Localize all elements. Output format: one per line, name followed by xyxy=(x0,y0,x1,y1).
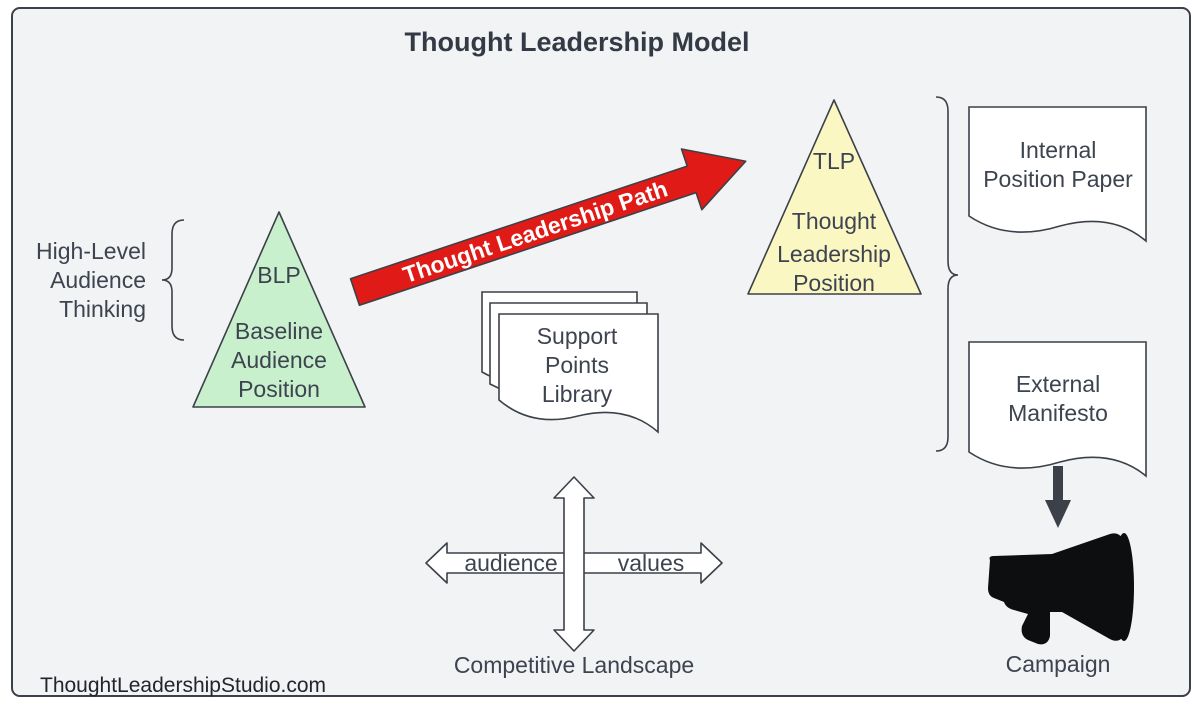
tlp-line-2: Leadership xyxy=(777,241,891,267)
diagram-title: Thought Leadership Model xyxy=(405,27,750,57)
axes-crossing xyxy=(565,554,583,572)
blp-line-2: Audience xyxy=(231,347,327,373)
external-manifesto-line-1: External xyxy=(1016,371,1100,397)
megaphone-body xyxy=(988,533,1130,645)
megaphone-icon xyxy=(988,533,1134,645)
blp-line-1: Baseline xyxy=(235,318,323,344)
axis-label-audience: audience xyxy=(464,550,557,576)
blp-abbr: BLP xyxy=(257,262,300,288)
external-manifesto: External Manifesto xyxy=(968,341,1147,478)
blp-line-3: Position xyxy=(238,376,320,402)
internal-paper-line-1: Internal xyxy=(1020,137,1097,163)
library-line-2: Points xyxy=(545,352,609,378)
audience-thinking-line-3: Thinking xyxy=(59,296,146,322)
tlp-triangle xyxy=(747,99,922,295)
support-points-library: Support Points Library xyxy=(481,291,659,434)
path-arrow-shape xyxy=(349,148,747,307)
tlp-line-1: Thought xyxy=(792,208,877,234)
footer-site-name: ThoughtLeadershipStudio.com xyxy=(40,674,326,697)
documents-brace xyxy=(935,96,959,452)
audience-thinking-line-1: High-Level xyxy=(36,238,146,264)
internal-paper-line-2: Position Paper xyxy=(983,166,1133,192)
competitive-landscape-caption: Competitive Landscape xyxy=(454,652,694,678)
blp-triangle xyxy=(192,211,366,408)
tlp-line-3: Position xyxy=(793,270,875,296)
audience-thinking-brace xyxy=(161,219,185,341)
audience-thinking-label: High-Level Audience Thinking xyxy=(36,238,146,322)
axis-label-values: values xyxy=(618,550,684,576)
competitive-landscape-axes: audience values xyxy=(425,476,723,652)
audience-thinking-line-2: Audience xyxy=(50,267,146,293)
library-line-1: Support xyxy=(537,323,618,349)
campaign-arrow-shaft xyxy=(1053,466,1063,502)
manifesto-to-campaign-arrow xyxy=(1045,466,1071,528)
tlp-abbr: TLP xyxy=(813,148,855,174)
megaphone-bell xyxy=(1114,533,1134,641)
internal-paper-shape xyxy=(968,106,1147,243)
campaign-label: Campaign xyxy=(1006,651,1111,677)
library-page-front xyxy=(498,313,659,434)
internal-position-paper: Internal Position Paper xyxy=(968,106,1147,243)
external-manifesto-shape xyxy=(968,341,1147,478)
library-line-3: Library xyxy=(542,381,613,407)
external-manifesto-line-2: Manifesto xyxy=(1008,400,1108,426)
campaign-arrow-head xyxy=(1045,500,1071,528)
